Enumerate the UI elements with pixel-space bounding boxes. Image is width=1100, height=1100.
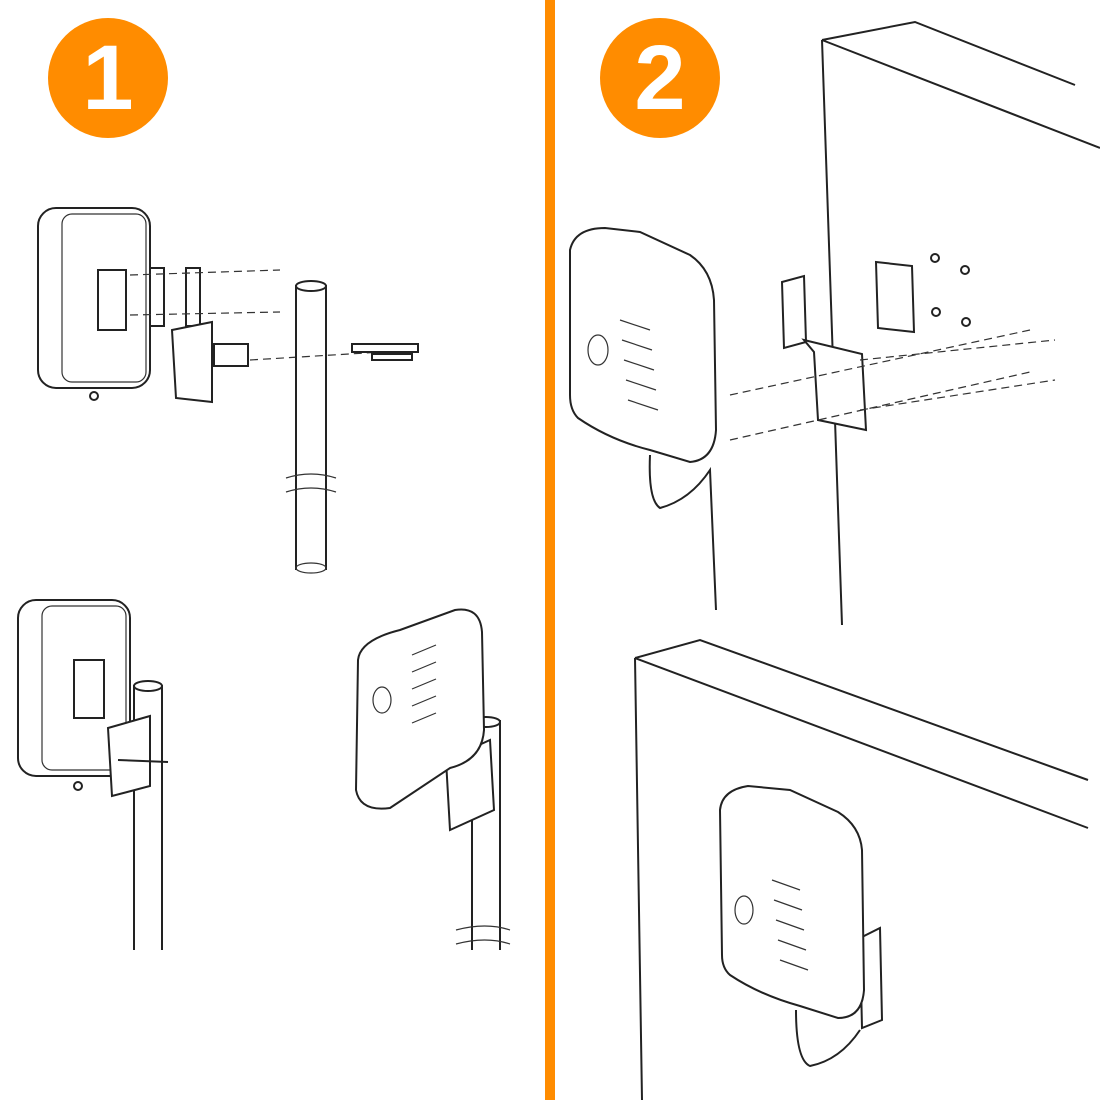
pole bbox=[295, 285, 327, 570]
wall bbox=[634, 638, 1089, 1100]
step-1-badge: 1 bbox=[48, 18, 168, 138]
mount-plate bbox=[97, 269, 127, 331]
antenna-front bbox=[354, 608, 486, 810]
wall-bracket bbox=[780, 274, 808, 350]
pole-mount-front-view bbox=[354, 608, 511, 950]
wall-mount-exploded-view bbox=[569, 20, 1100, 626]
step-2-badge: 2 bbox=[600, 18, 720, 138]
wall bbox=[821, 20, 1100, 626]
pole-mount-exploded-view bbox=[37, 207, 419, 574]
antenna-front bbox=[718, 784, 866, 1020]
bracket-plate bbox=[170, 320, 213, 404]
antenna-back bbox=[37, 207, 151, 389]
section-divider bbox=[545, 0, 555, 1100]
wall-mount-installed-view bbox=[634, 638, 1089, 1100]
u-bolt bbox=[351, 343, 419, 353]
bracket-plate bbox=[874, 260, 916, 334]
pole-mount-rear-view bbox=[17, 599, 169, 950]
antenna-front bbox=[569, 226, 718, 464]
